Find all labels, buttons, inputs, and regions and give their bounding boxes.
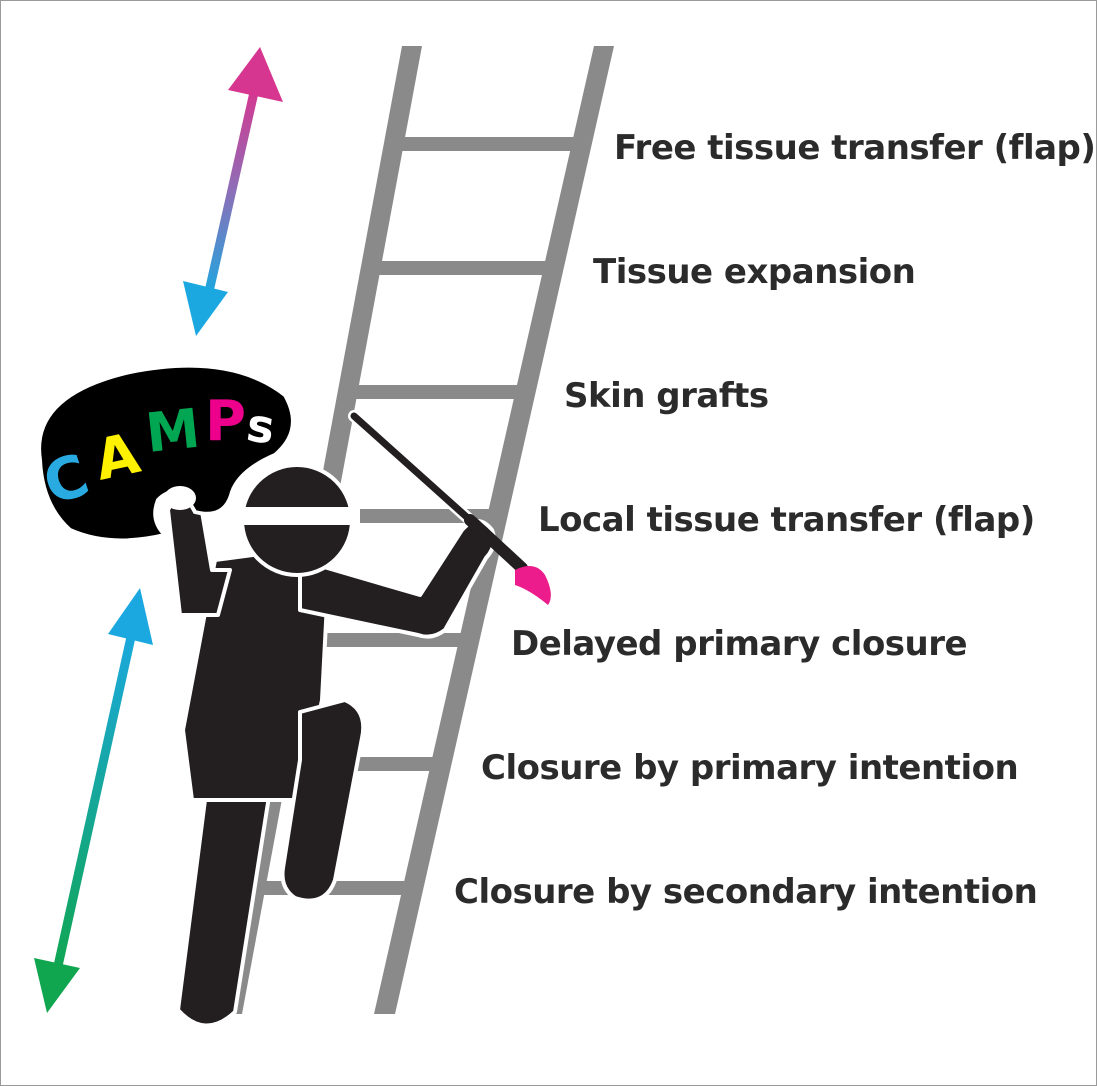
arrow-head-up-icon: [108, 588, 153, 645]
arrow-head-down-icon: [34, 958, 80, 1013]
camps-letter-4: P: [205, 389, 246, 454]
rung-label-tissue-expansion: Tissue expansion: [593, 252, 916, 292]
brush-tip: [515, 566, 551, 605]
rung-label-delayed-primary-closure: Delayed primary closure: [511, 624, 968, 664]
lower-double-arrow: [34, 588, 153, 1013]
figure-back-leg: [176, 788, 272, 1028]
figure-head-band: [240, 507, 360, 525]
camps-letter-3: M: [143, 397, 203, 465]
rung-label-closure-primary-intention: Closure by primary intention: [481, 748, 1019, 788]
ladder-rung-1: [393, 137, 582, 151]
ladder-rung-3: [347, 385, 526, 399]
ladder-rung-2: [370, 261, 554, 275]
arrow-head-down-icon: [183, 281, 228, 336]
climbing-figure: [166, 463, 496, 1028]
rung-label-local-tissue-transfer: Local tissue transfer (flap): [538, 500, 1035, 540]
rung-label-skin-grafts: Skin grafts: [564, 376, 769, 416]
paint-brush-icon: [348, 410, 551, 605]
figure-front-leg: [280, 698, 366, 903]
rung-label-free-tissue-transfer: Free tissue transfer (flap): [614, 128, 1096, 168]
palette-shape: [37, 363, 295, 543]
arrow-head-up-icon: [228, 47, 283, 102]
rung-label-closure-secondary-intention: Closure by secondary intention: [454, 872, 1038, 912]
palette-thumb-hole: [164, 486, 196, 510]
upper-double-arrow: [183, 47, 283, 336]
